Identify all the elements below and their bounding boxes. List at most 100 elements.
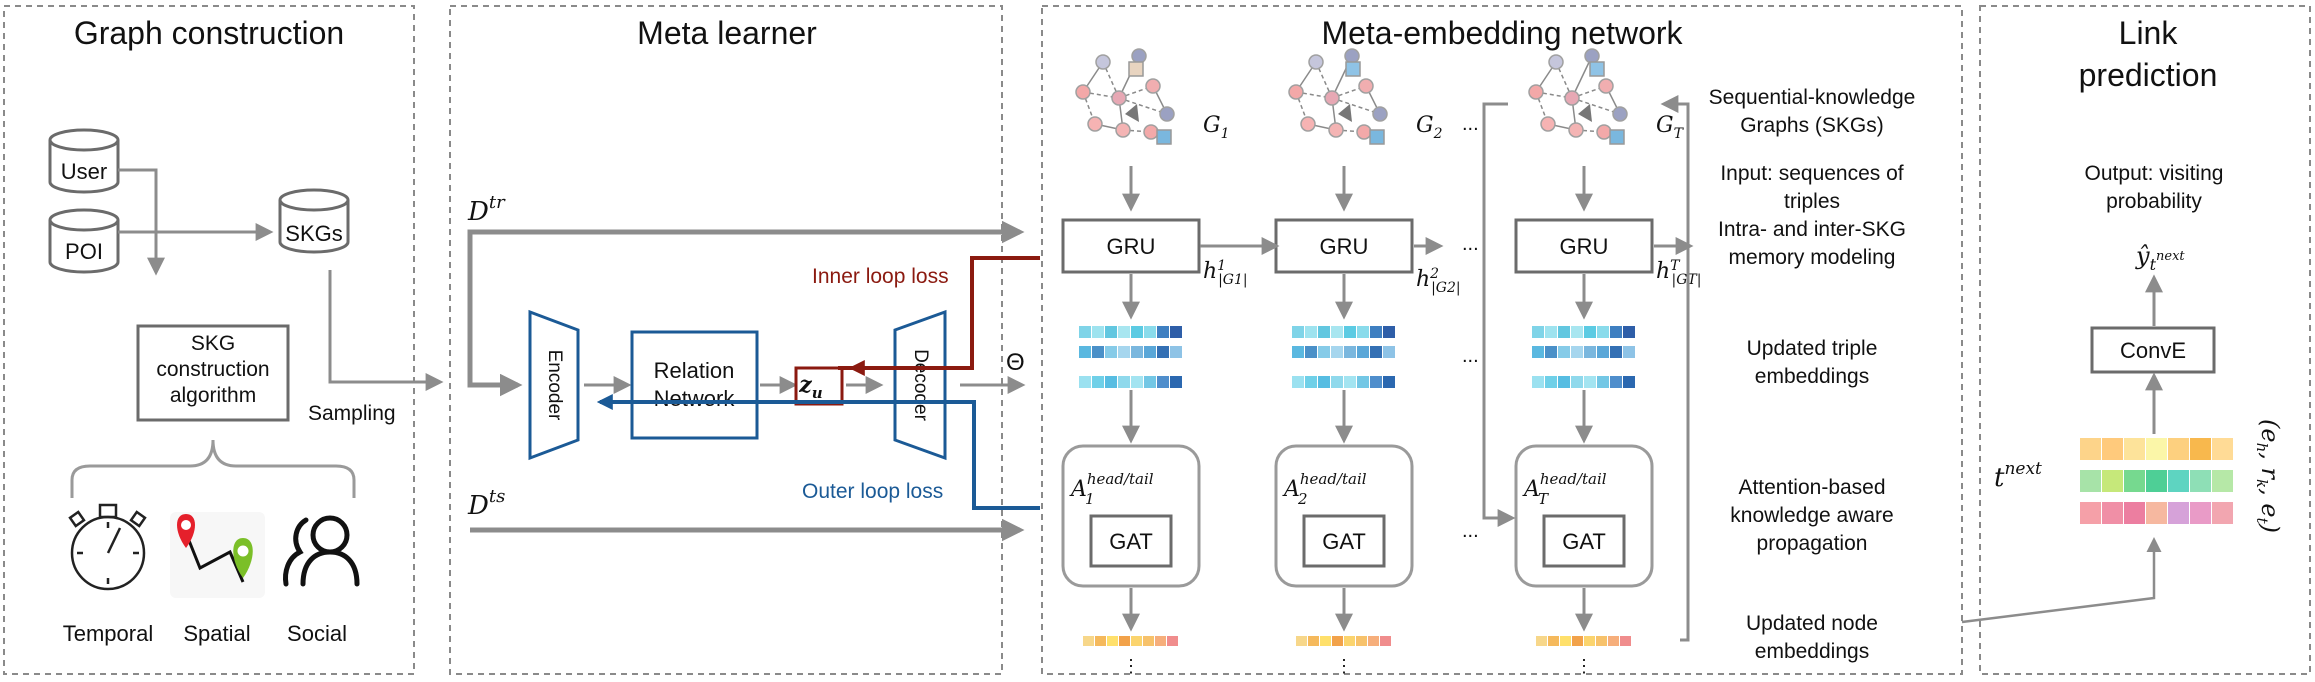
embedding-cell (2190, 470, 2211, 492)
embedding-cell (1118, 376, 1130, 388)
embedding-cell (1331, 326, 1343, 338)
embedding-cell (1079, 376, 1091, 388)
frame-meta-learner (449, 5, 1003, 675)
svg-text:...: ... (1462, 345, 1479, 367)
embedding-cell (2146, 438, 2167, 460)
map-pins-icon (170, 512, 265, 598)
sampling-label: Sampling (308, 402, 396, 425)
node-to-link-arrow (1961, 537, 2162, 624)
embedding-cell (2146, 502, 2167, 524)
embedding-cell (2124, 438, 2145, 460)
embedding-cell (1357, 376, 1369, 388)
embedding-cell (2102, 470, 2123, 492)
svg-text:triples: triples (1784, 190, 1840, 213)
embedding-cell (1571, 346, 1583, 358)
algorithm-line-3: algorithm (170, 384, 256, 407)
node-embedding-row (1083, 636, 1178, 646)
embedding-cell (1318, 346, 1330, 358)
d-ts-label: Dts (467, 486, 505, 521)
relation-line-1: Relation (654, 358, 735, 383)
embedding-cell (1092, 376, 1104, 388)
embedding-cell (1623, 376, 1635, 388)
gru-box (1514, 218, 1654, 274)
embedding-cell (1131, 326, 1143, 338)
embedding-cell (1105, 376, 1117, 388)
embedding-cell (1331, 346, 1343, 358)
embedding-cell (1143, 636, 1154, 646)
panel-meta-embedding: Meta-embedding network G1GRUh1|G1|Ahead/… (1061, 15, 1916, 676)
embedding-cell (1545, 376, 1557, 388)
frame-meta-embedding (1041, 5, 1963, 675)
svg-text:Input: sequences of: Input: sequences of (1720, 162, 1903, 185)
panel-title-link-line-1: Link (2119, 15, 2179, 51)
embedding-cell (2080, 438, 2101, 460)
poi-label: POI (65, 239, 103, 264)
embedding-cell (1292, 346, 1304, 358)
panel-graph-construction: Graph construction User POI SKGs SKG con… (48, 15, 444, 646)
embedding-cell (1584, 636, 1595, 646)
embedding-cell (1383, 326, 1395, 338)
embedding-cell (1092, 346, 1104, 358)
gru-label: GRU (1560, 234, 1609, 259)
d-tr-label: Dtr (467, 192, 506, 227)
embedding-cell (1545, 326, 1557, 338)
stage-descriptions: Sequential-knowledge Graphs (SKGs) Input… (1709, 86, 1916, 663)
embedding-cell (1105, 346, 1117, 358)
embedding-cell (1157, 326, 1169, 338)
svg-text:Sequential-knowledge: Sequential-knowledge (1709, 86, 1916, 109)
embedding-cell (1155, 636, 1166, 646)
embedding-cell (1558, 346, 1570, 358)
embedding-cell (1318, 326, 1330, 338)
node-embedding-row (1536, 636, 1631, 646)
embedding-cell (1623, 346, 1635, 358)
embedding-cell (1370, 376, 1382, 388)
embedding-cell (1597, 376, 1609, 388)
panel-title-link-line-2: prediction (2079, 57, 2218, 93)
spatial-label: Spatial (183, 621, 250, 646)
gru-box (1061, 218, 1201, 274)
embedding-cell (1095, 636, 1106, 646)
embedding-cell (2190, 438, 2211, 460)
embedding-cell (2124, 502, 2145, 524)
embedding-cell (1584, 376, 1596, 388)
triple-embedding-grid (1292, 326, 1395, 388)
embedding-cell (1105, 326, 1117, 338)
embedding-cell (1144, 346, 1156, 358)
svg-text:Graphs (SKGs): Graphs (SKGs) (1740, 114, 1884, 137)
embedding-cell (1584, 326, 1596, 338)
frame-link-prediction (1979, 5, 2311, 675)
svg-text:...: ... (1462, 520, 1479, 542)
embedding-cell (1380, 636, 1391, 646)
outer-loop-path (596, 394, 1040, 510)
y-hat-label: ŷtnext (2135, 242, 2185, 274)
embedding-cell (2102, 502, 2123, 524)
node-embedding-row (1296, 636, 1391, 646)
decoder-label: Decoder (910, 349, 931, 421)
embedding-cell (1292, 376, 1304, 388)
embedding-cell (1572, 636, 1583, 646)
panel-title-graph-construction: Graph construction (74, 15, 344, 51)
svg-text:...: ... (1462, 113, 1479, 135)
embedding-cell (2168, 470, 2189, 492)
embedding-cell (1560, 636, 1571, 646)
embedding-cell (1296, 636, 1307, 646)
embedding-cell (1620, 636, 1631, 646)
embedding-cell (1548, 636, 1559, 646)
embedding-cell (1610, 346, 1622, 358)
embedding-cell (2168, 502, 2189, 524)
embedding-cell (1118, 326, 1130, 338)
embedding-cell (1584, 346, 1596, 358)
triple-embedding-grid (1079, 326, 1182, 388)
embedding-cell (1370, 326, 1382, 338)
latent-z-label: zu (798, 372, 823, 402)
embedding-cell (1144, 326, 1156, 338)
embedding-cell (1305, 346, 1317, 358)
embedding-cell (2146, 470, 2167, 492)
embedding-cell (1344, 346, 1356, 358)
svg-text:embeddings: embeddings (1755, 640, 1869, 663)
social-label: Social (287, 621, 347, 646)
embedding-cell (2080, 502, 2101, 524)
